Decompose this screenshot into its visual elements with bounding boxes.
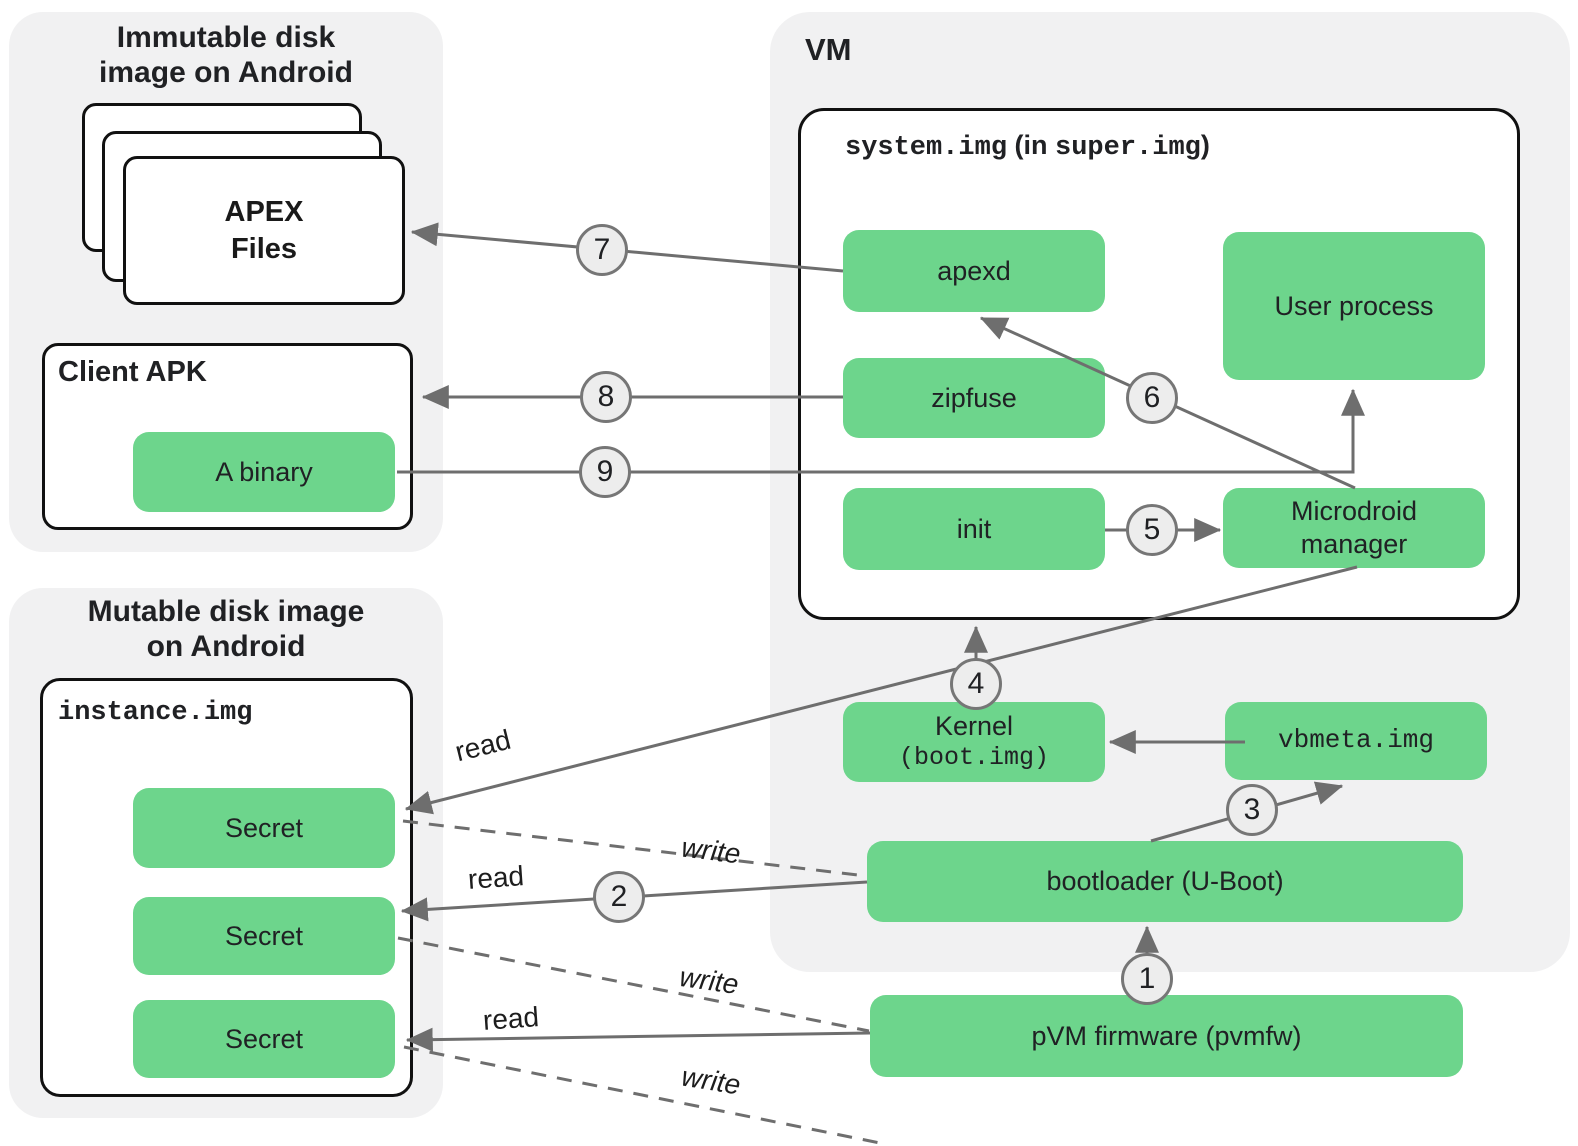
system-img-title: system.img (in super.img) [845,130,1210,163]
step-badge-6: 6 [1126,372,1178,424]
apex-files-card: APEX Files [123,156,405,305]
step-badge-3: 3 [1226,784,1278,836]
vbmeta-img-node: vbmeta.img [1225,702,1487,780]
apex-files-label: APEX Files [225,194,304,267]
kernel-label-line2: (boot.img) [898,743,1050,773]
immutable-group-title-line2: image on Android [99,56,353,90]
edge-read-pvmfw-secret3 [405,1027,871,1052]
immutable-group-title-line1: Immutable disk [116,21,336,54]
secret-node-3: Secret [133,1000,395,1078]
init-node: init [843,488,1105,570]
edge-label-write-secret3-out: write [679,1060,743,1101]
apex-files-label-line2: Files [230,232,298,265]
secret-node-2: Secret [133,897,395,975]
super-img-title-code: super.img [1055,133,1201,163]
client-apk-title: Client APK [58,356,207,388]
a-binary-node: A binary [133,432,395,512]
kernel-label-line1: Kernel [934,711,1014,742]
system-img-title-code: system.img [845,133,1008,163]
edge-label-write-secret2-pvmfw: write [677,961,741,1000]
microdroid-manager-node: Microdroid manager [1223,488,1485,568]
step-badge-9: 9 [579,446,631,498]
system-img-title-mid: (in [1007,130,1056,160]
microdroid-manager-label: Microdroid manager [1291,495,1417,561]
user-process-node: User process [1223,232,1485,380]
step-badge-1: 1 [1121,953,1173,1005]
immutable-group-title: Immutable disk image on Android [9,20,443,91]
apex-files-label-line1: APEX [224,196,304,229]
edge-label-read-pvmfw-secret3: read [481,1001,541,1036]
kernel-label: Kernel (boot.img) [899,710,1049,773]
apexd-node: apexd [843,230,1105,312]
microdroid-manager-label-line1: Microdroid [1290,496,1418,527]
secret-node-1: Secret [133,788,395,868]
edge-write-secret3-out [403,1045,881,1145]
bootloader-node: bootloader (U-Boot) [867,841,1463,922]
edge-label-read-microdroid-secret1: read [451,723,514,768]
step-badge-8: 8 [580,371,632,423]
vm-group-title: VM [805,32,852,67]
mutable-group-title: Mutable disk image on Android [9,594,443,665]
system-img-title-end: ) [1200,130,1210,160]
zipfuse-node: zipfuse [843,358,1105,438]
step-badge-5: 5 [1126,504,1178,556]
mutable-group-title-line2: on Android [146,630,306,664]
mutable-group-title-line1: Mutable disk image [87,595,365,628]
edge-label-read-bootloader-secret2: read [466,860,526,895]
pvm-firmware-node: pVM firmware (pvmfw) [870,995,1463,1077]
step-badge-7: 7 [576,224,628,276]
step-badge-4: 4 [950,658,1002,710]
kernel-node: Kernel (boot.img) [843,702,1105,782]
instance-img-title: instance.img [58,698,253,728]
edge-label-write-secret1-bootloader: write [679,831,743,870]
microdroid-manager-label-line2: manager [1300,529,1408,559]
step-badge-2: 2 [593,871,645,923]
